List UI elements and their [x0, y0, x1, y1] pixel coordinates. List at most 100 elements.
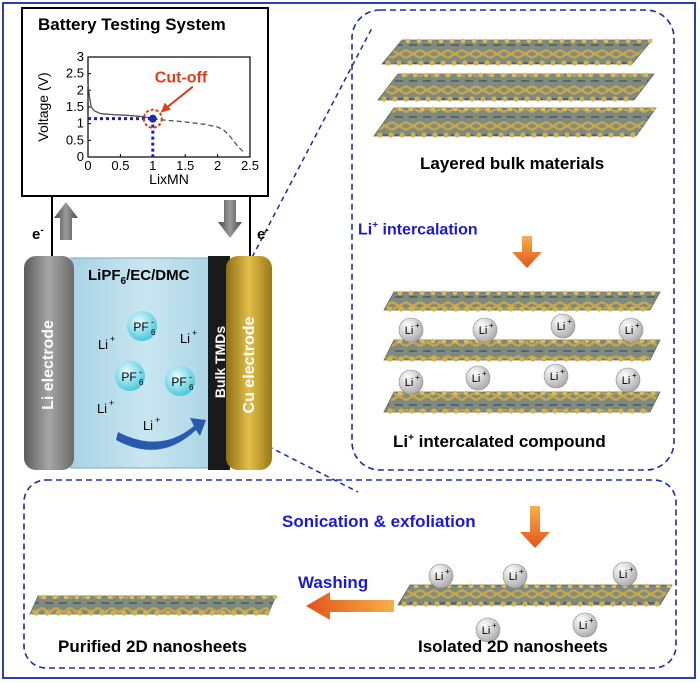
ion-flow-arrow	[116, 418, 206, 450]
sulfur-atom	[453, 356, 459, 362]
sulfur-atom	[478, 601, 484, 607]
li-ion-ball-sup: +	[482, 369, 487, 378]
sulfur-atom	[387, 306, 393, 312]
sulfur-atom	[507, 106, 513, 112]
sulfur-atom	[392, 96, 398, 102]
sulfur-atom	[464, 356, 470, 362]
sulfur-atom	[187, 610, 193, 616]
sulfur-atom	[409, 408, 415, 414]
sulfur-atom	[601, 96, 607, 102]
sulfur-atom	[533, 601, 539, 607]
sulfur-atom	[581, 38, 587, 44]
sulfur-atom	[606, 338, 612, 344]
sulfur-atom	[387, 356, 393, 362]
li-ion-ball	[572, 612, 598, 638]
li-ball-group: Li+Li+Li+Li+Li+Li+Li+Li+Li+Li+Li+Li+Li+	[398, 313, 644, 643]
sulfur-atom	[541, 356, 547, 362]
sulfur-atom	[564, 132, 570, 138]
sulfur-atom	[436, 96, 442, 102]
sulfur-atom	[518, 290, 524, 296]
li-ion-ball	[428, 563, 454, 589]
electrolyte-body	[70, 258, 220, 468]
intercalated-layer	[383, 339, 661, 361]
sulfur-atom	[476, 132, 482, 138]
sulfur-atom	[96, 594, 102, 600]
x-tick-label: 2.5	[241, 158, 259, 173]
cutoff-pointer-head	[160, 102, 171, 113]
sulfur-atom	[519, 356, 525, 362]
sulfur-atom	[518, 106, 524, 112]
sulfur-atom	[517, 60, 523, 66]
li-ion-ball-sup: +	[445, 567, 450, 576]
sulfur-atom	[617, 390, 623, 396]
sulfur-atom	[434, 72, 440, 78]
sulfur-atom	[409, 356, 415, 362]
sulfur-atom	[110, 610, 116, 616]
sulfur-atom	[616, 60, 622, 66]
li-ion-ball-label: Li	[435, 571, 444, 583]
electron-up-arrow	[54, 202, 78, 240]
pf6-ion	[127, 311, 157, 341]
sulfur-atom	[468, 583, 474, 589]
sulfur-atom	[614, 38, 620, 44]
sulfur-atom	[630, 132, 636, 138]
pf6-sup: -	[189, 372, 192, 382]
sulfur-atom	[397, 106, 403, 112]
sulfur-atom	[600, 583, 606, 589]
bulk-tmds-label: Bulk TMDs	[212, 325, 228, 399]
li-ion-ball	[502, 563, 528, 589]
sulfur-atom	[562, 290, 568, 296]
sulfur-atom	[431, 356, 437, 362]
voltage-curve	[87, 83, 153, 120]
sulfur-atom	[537, 38, 543, 44]
sulfur-atom	[629, 408, 635, 414]
sulfur-atom	[464, 306, 470, 312]
y-axis-label: Voltage (V)	[35, 72, 51, 141]
sulfur-atom	[552, 306, 558, 312]
sulfur-atom	[551, 290, 557, 296]
sulfur-atom	[441, 106, 447, 112]
sulfur-atom	[574, 408, 580, 414]
bulk-tmds-bar	[208, 256, 230, 470]
y-tick-label: 1	[77, 116, 84, 131]
sulfur-atom	[568, 96, 574, 102]
sulfur-atom	[539, 60, 545, 66]
sulfur-atom	[396, 60, 402, 66]
sulfur-atom	[250, 594, 256, 600]
sulfur-atom	[650, 390, 656, 396]
sulfur-atom	[559, 38, 565, 44]
sulfur-atom	[518, 338, 524, 344]
sulfur-atom	[496, 290, 502, 296]
sulfur-atom	[217, 594, 223, 600]
sulfur-atom	[500, 72, 506, 78]
sulfur-atom	[407, 60, 413, 66]
li-ion-ball-sup: +	[492, 621, 497, 630]
sulfur-atom	[467, 72, 473, 78]
sulfur-atom	[425, 96, 431, 102]
intercalation-arrow	[512, 236, 542, 268]
sulfur-atom	[419, 338, 425, 344]
li-ion-ball-label: Li	[509, 571, 518, 583]
sulfur-atom	[129, 594, 135, 600]
sulfur-atom	[567, 583, 573, 589]
sulfur-atom	[530, 356, 536, 362]
sulfur-atom	[541, 408, 547, 414]
x-tick-label: 0.5	[111, 158, 129, 173]
sulfur-atom	[490, 583, 496, 589]
sulfur-atom	[272, 594, 278, 600]
sulfur-atom	[77, 610, 83, 616]
sulfur-atom	[198, 610, 204, 616]
sulfur-atom	[619, 132, 625, 138]
sulfur-atom	[399, 132, 405, 138]
x-axis-label: LixMN	[149, 171, 189, 187]
sulfur-atom	[441, 338, 447, 344]
sulfur-atom	[599, 601, 605, 607]
sulfur-atom	[385, 60, 391, 66]
sulfur-atom	[465, 132, 471, 138]
sulfur-atom	[650, 338, 656, 344]
sulfur-atom	[533, 72, 539, 78]
x-tick-label: 1	[149, 158, 156, 173]
sulfur-atom	[475, 408, 481, 414]
sulfur-atom	[617, 290, 623, 296]
